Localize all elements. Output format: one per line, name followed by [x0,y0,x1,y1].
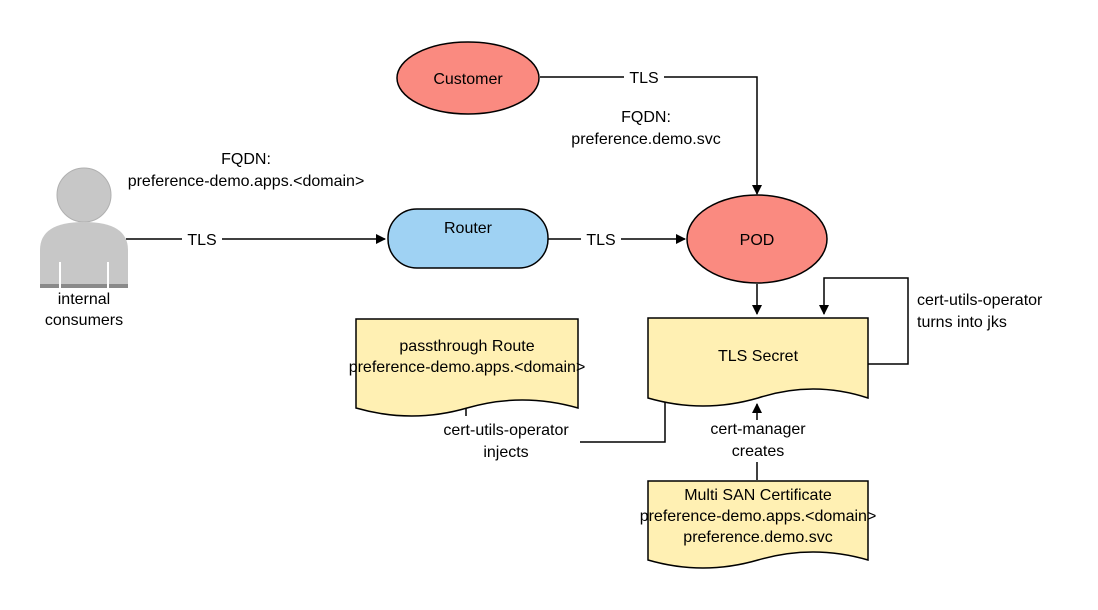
user-icon [40,167,128,288]
customer-node: Customer [396,41,540,115]
tls-secret-label: TLS Secret [718,348,799,365]
certificate-label-line2: preference-demo.apps.<domain> [640,508,877,525]
injects-label-line2: injects [483,444,528,461]
fqdn-svc-line1: FQDN: [621,109,671,126]
jks-label-line2: turns into jks [917,314,1007,331]
edge-secret-to-route [580,398,666,443]
edge-tls-secret-loop [819,277,909,365]
edge-customer-to-pod [540,76,762,195]
certificate-label-line1: Multi SAN Certificate [684,487,832,504]
pod-label: POD [740,232,775,249]
tls-internal-label: TLS [187,232,216,249]
route-node: passthrough Route preference-demo.apps.<… [349,318,586,417]
injects-label-line1: cert-utils-operator [443,422,569,439]
certificate-label-line3: preference.demo.svc [683,529,832,546]
router-node: Router [387,208,549,269]
jks-label-line1: cert-utils-operator [917,292,1043,309]
fqdn-svc-line2: preference.demo.svc [571,131,720,148]
creates-label-line1: cert-manager [710,421,806,438]
fqdn-apps-line1: FQDN: [221,151,271,168]
route-label-line1: passthrough Route [399,338,534,355]
certificate-node: Multi SAN Certificate preference-demo.ap… [640,480,877,569]
creates-label-line2: creates [732,443,784,460]
tls-secret-node: TLS Secret [647,317,869,407]
customer-label: Customer [433,71,503,88]
pod-node: POD [686,194,828,284]
tls-customer-label: TLS [629,70,658,87]
router-label: Router [444,220,493,237]
route-label-line2: preference-demo.apps.<domain> [349,359,586,376]
internal-consumers-line2: consumers [45,312,123,329]
internal-consumers-line1: internal [58,291,110,308]
tls-router-pod-label: TLS [586,232,615,249]
fqdn-apps-line2: preference-demo.apps.<domain> [128,173,365,190]
